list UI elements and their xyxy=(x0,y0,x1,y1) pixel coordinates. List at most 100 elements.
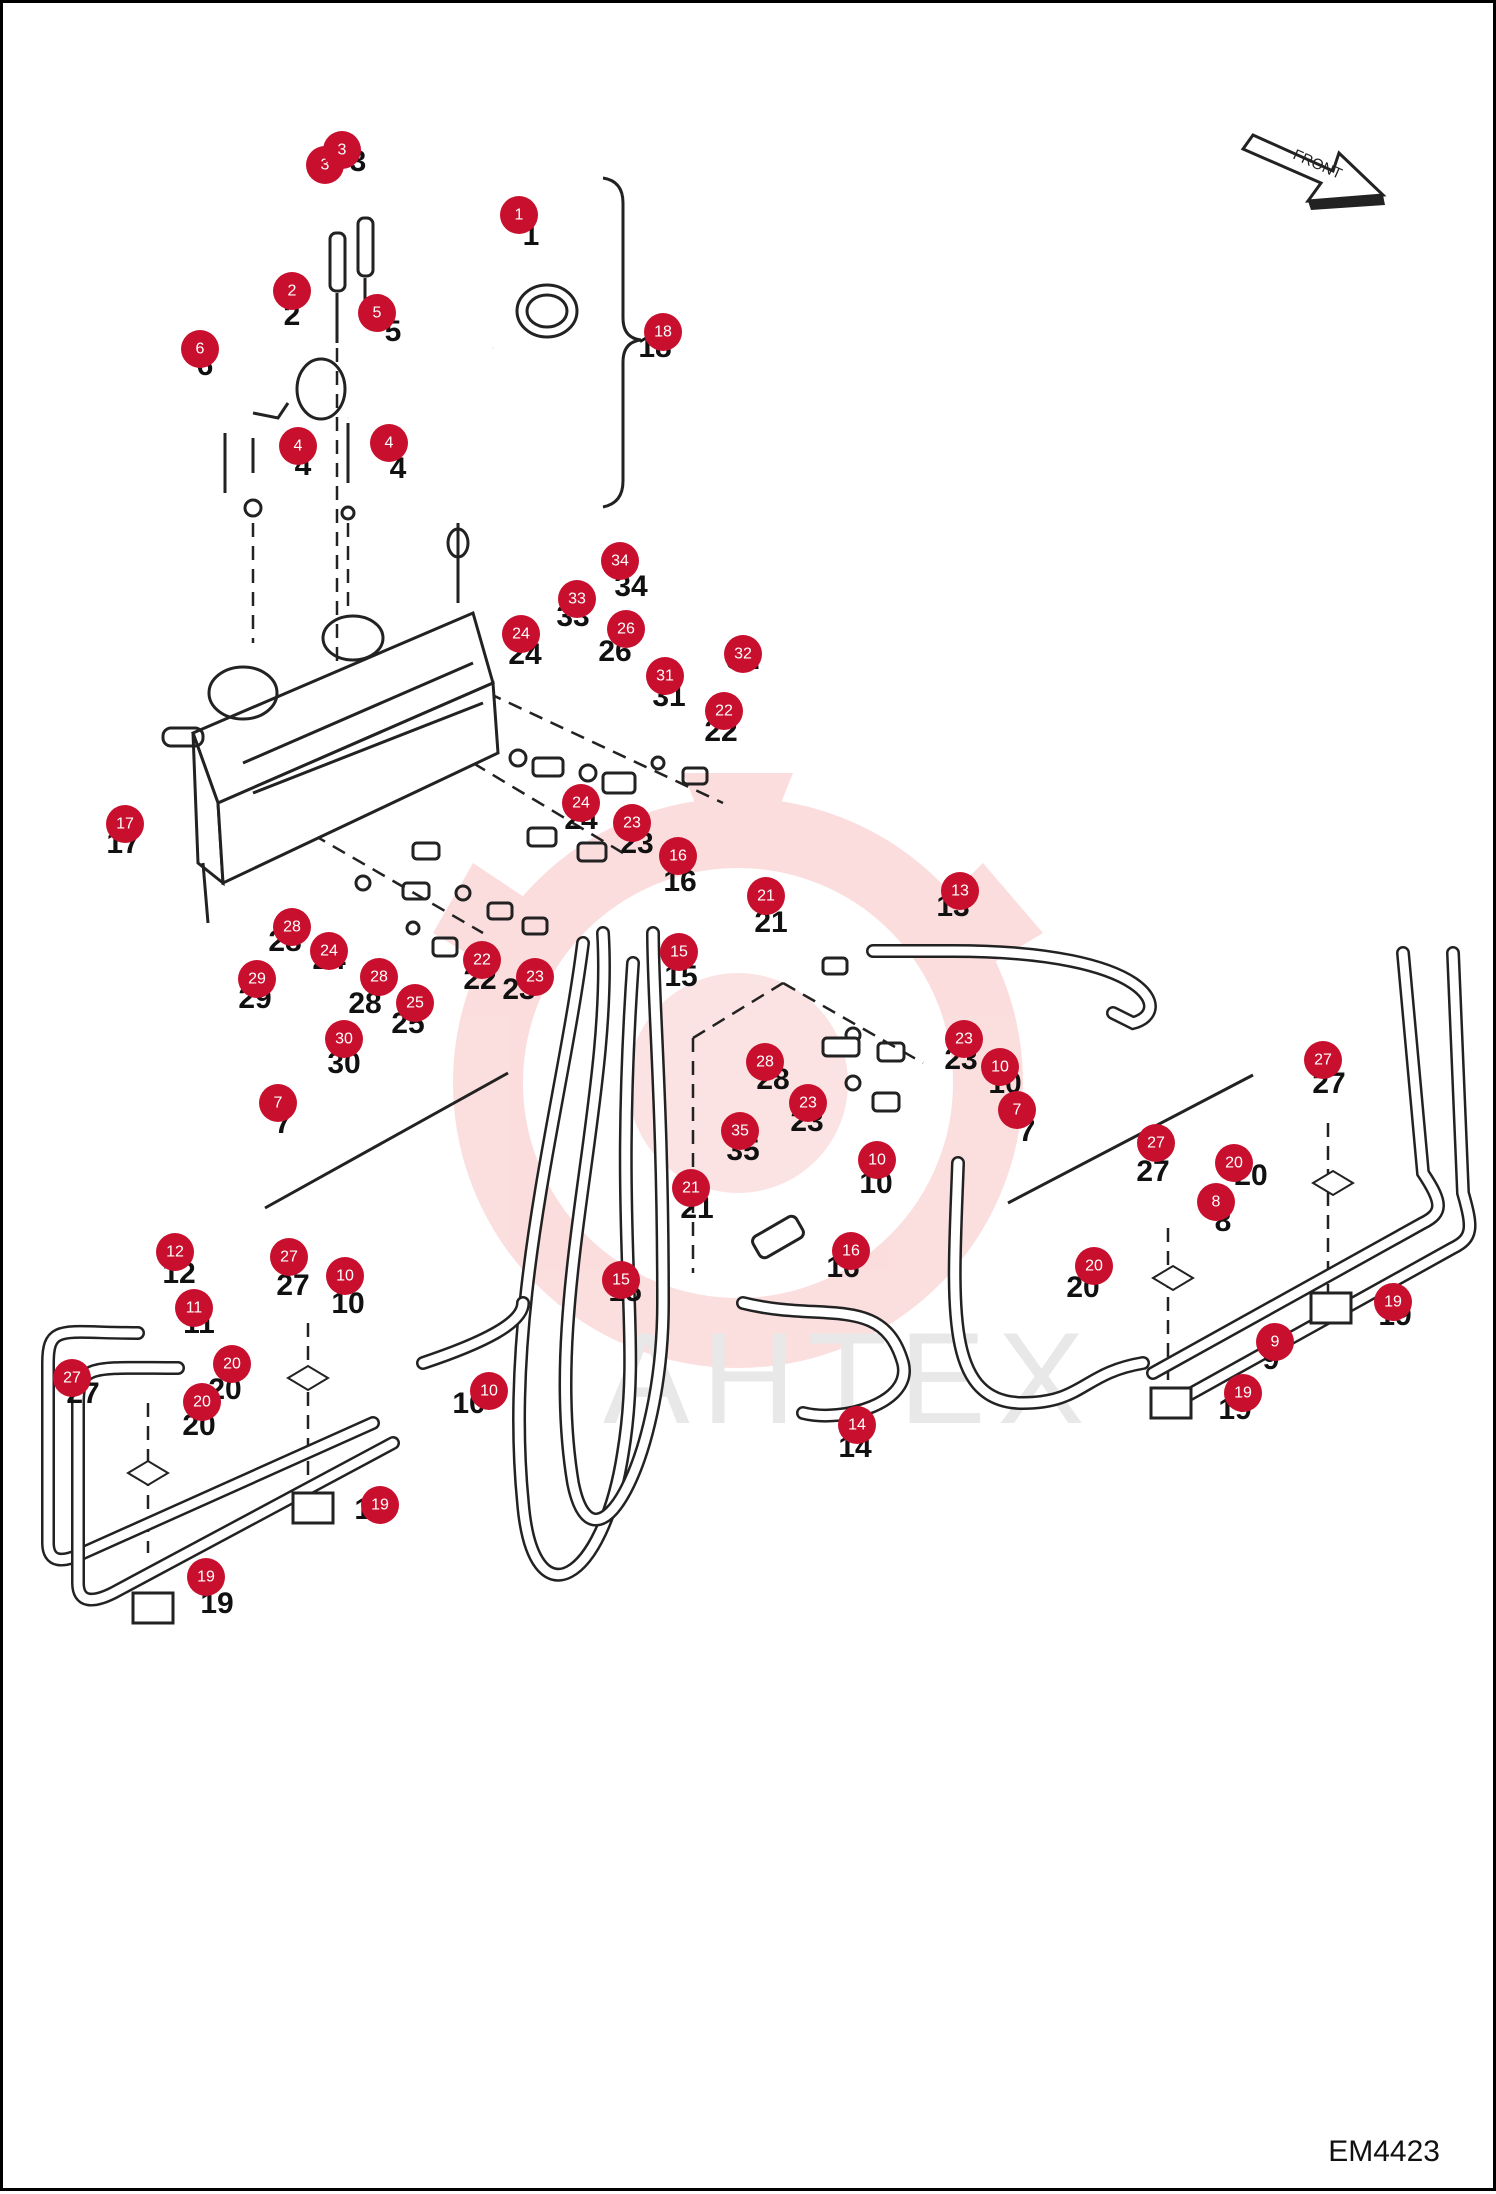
callout-badge xyxy=(463,941,501,979)
callout-badge-number: 28 xyxy=(283,919,301,936)
callout-badge-number: 20 xyxy=(1225,1155,1243,1172)
callout-badge-number: 27 xyxy=(280,1249,298,1266)
callout-badge-number: 16 xyxy=(842,1243,860,1260)
callout-badge xyxy=(1304,1041,1342,1079)
callout-badge xyxy=(659,837,697,875)
callout-badge-number: 33 xyxy=(568,591,586,608)
steel-tubes-right xyxy=(1146,946,1477,1420)
callout-badge xyxy=(724,635,762,673)
callout-badge-number: 5 xyxy=(373,305,382,322)
callout-badge-number: 24 xyxy=(572,795,590,812)
callout-badge-number: 20 xyxy=(193,1394,211,1411)
callout-badge xyxy=(326,1257,364,1295)
callout-badge-number: 12 xyxy=(166,1244,184,1261)
callout-badge xyxy=(175,1289,213,1327)
callout-badge xyxy=(516,958,554,996)
callout-badge xyxy=(945,1020,983,1058)
callout-badge xyxy=(187,1558,225,1596)
callout-badge xyxy=(858,1141,896,1179)
callout-badge xyxy=(1256,1323,1294,1361)
callout-badge xyxy=(370,424,408,462)
callout-badge-number: 28 xyxy=(370,969,388,986)
callout-badge-number: 27 xyxy=(63,1370,81,1387)
callout-badge xyxy=(323,131,361,169)
callout-badge xyxy=(981,1048,1019,1086)
callout-badge xyxy=(672,1169,710,1207)
callout-2: 22 xyxy=(273,272,311,332)
callout-badge-number: 32 xyxy=(734,646,752,663)
callout-badge xyxy=(721,1112,759,1150)
callout-badge-number: 13 xyxy=(951,883,969,900)
callout-badge-number: 28 xyxy=(756,1054,774,1071)
fittings xyxy=(354,748,906,1113)
callout-badge-number: 21 xyxy=(682,1180,700,1197)
callout-5: 55 xyxy=(358,294,401,348)
drawing-code: EM4423 xyxy=(1328,2135,1440,2168)
control-valve-body xyxy=(161,523,500,924)
callout-badge xyxy=(558,580,596,618)
exploded-parts-diagram: AHTEX FRONT xyxy=(41,131,1477,1625)
callout-badge-number: 22 xyxy=(473,952,491,969)
callout-badge-number: 26 xyxy=(617,621,635,638)
callout-badge-number: 4 xyxy=(385,435,394,452)
callout-7: 77 xyxy=(998,1091,1036,1148)
front-arrow-icon: FRONT xyxy=(1240,133,1387,210)
callout-7: 77 xyxy=(259,1084,297,1140)
callout-badge xyxy=(705,692,743,730)
callout-badge-number: 27 xyxy=(1147,1135,1165,1152)
callout-badge xyxy=(1197,1183,1235,1221)
callout-4: 44 xyxy=(370,424,408,485)
callout-badge xyxy=(746,1043,784,1081)
callout-badge-number: 23 xyxy=(955,1031,973,1048)
callout-badge-number: 35 xyxy=(731,1123,749,1140)
callout-badge-number: 17 xyxy=(116,816,134,833)
callout-badge xyxy=(660,933,698,971)
callout-badge-number: 19 xyxy=(1234,1385,1252,1402)
callout-badge-number: 34 xyxy=(611,553,629,570)
callout-33: 3333 xyxy=(556,580,596,633)
callout-badge-number: 15 xyxy=(612,1272,630,1289)
callout-badge-number: 15 xyxy=(670,944,688,961)
callout-badge-number: 10 xyxy=(868,1152,886,1169)
callout-badge xyxy=(238,960,276,998)
callout-4: 44 xyxy=(279,427,317,482)
callout-badge xyxy=(644,313,682,351)
callout-badge xyxy=(1075,1247,1113,1285)
callout-badge xyxy=(998,1091,1036,1129)
callout-badge xyxy=(1215,1144,1253,1182)
group-brace xyxy=(602,176,642,509)
callout-badge xyxy=(358,294,396,332)
callout-6: 66 xyxy=(181,330,219,382)
callout-badge xyxy=(646,657,684,695)
callout-badge-number: 4 xyxy=(294,438,303,455)
callout-badge xyxy=(325,1020,363,1058)
callout-badge xyxy=(941,872,979,910)
callout-badge xyxy=(562,784,600,822)
callout-badge-number: 16 xyxy=(669,848,687,865)
cable-tie-left xyxy=(264,1071,509,1210)
callout-badge-number: 10 xyxy=(336,1268,354,1285)
callout-badge-number: 2 xyxy=(288,283,297,300)
callout-badge xyxy=(273,908,311,946)
callout-18: 1818 xyxy=(638,313,682,364)
callout-badge-number: 3 xyxy=(338,142,347,159)
callout-badge xyxy=(613,804,651,842)
